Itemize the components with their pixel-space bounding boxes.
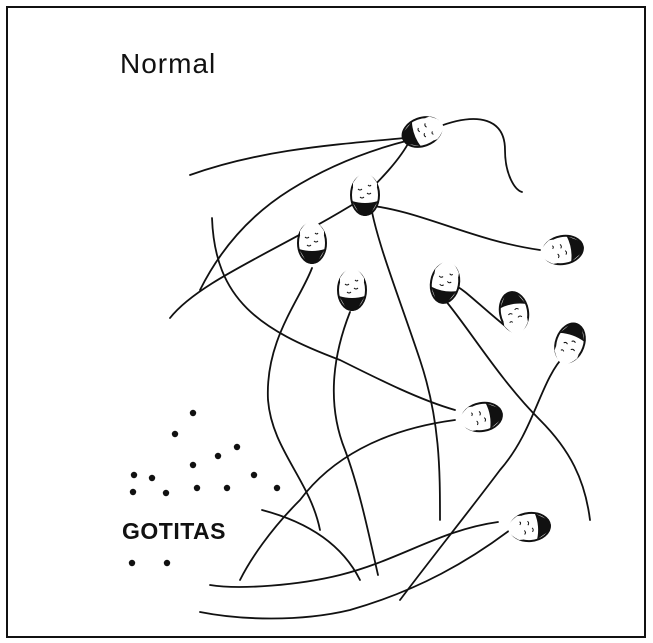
- droplet-dot: [190, 410, 196, 416]
- droplet-dot: [251, 472, 257, 478]
- tail-line: [190, 138, 405, 175]
- sperm-head-3: [298, 221, 326, 264]
- droplet-dot: [274, 485, 280, 491]
- tail-line: [240, 420, 455, 580]
- tail-line: [200, 530, 510, 619]
- droplet-dot: [194, 485, 200, 491]
- tail-line: [262, 510, 360, 580]
- droplet-dot: [164, 560, 170, 566]
- tail-line: [400, 355, 565, 600]
- droplet-dot: [224, 485, 230, 491]
- tail-line: [365, 205, 540, 250]
- droplet-dot: [234, 444, 240, 450]
- sperm-head-4: [338, 268, 366, 311]
- droplet-dot: [130, 489, 136, 495]
- droplet-dot: [163, 490, 169, 496]
- droplet-dot: [172, 431, 178, 437]
- sperm-head-8: [549, 318, 590, 368]
- sperm-head-7: [539, 233, 586, 268]
- sperm-head-6: [497, 289, 532, 336]
- droplet-dot: [215, 453, 221, 459]
- sperm-head-10: [507, 511, 552, 543]
- droplets-cluster: [129, 410, 280, 566]
- tail-line: [372, 212, 440, 520]
- sperm-head-2: [351, 173, 379, 216]
- droplet-dot: [149, 475, 155, 481]
- tail-line: [170, 140, 410, 318]
- droplet-dot: [190, 462, 196, 468]
- sperm-head-5: [428, 259, 463, 306]
- tail-line: [210, 522, 498, 587]
- sperm-head-1: [397, 111, 447, 152]
- tail-line: [435, 119, 522, 192]
- droplet-dot: [131, 472, 137, 478]
- droplet-dot: [129, 560, 135, 566]
- sperm-head-9: [458, 400, 505, 435]
